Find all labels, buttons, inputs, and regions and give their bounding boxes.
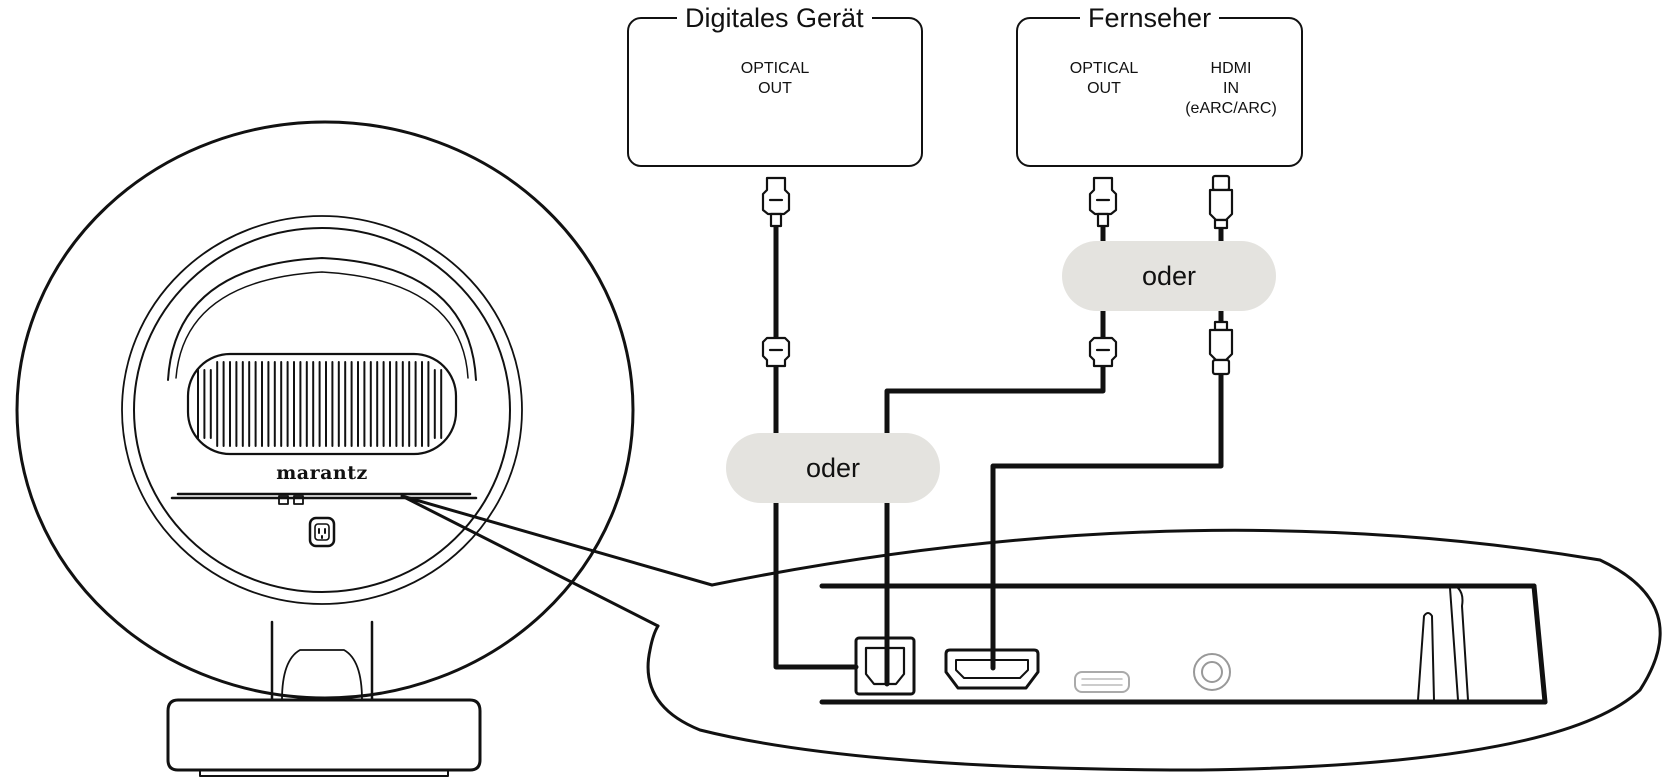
speaker-grille-slots: [197, 361, 443, 447]
zoomed-rear-panel: [819, 583, 1548, 705]
cable-optical-tv: [884, 363, 1106, 687]
speaker-back-ring: [121, 215, 523, 605]
aux-port: [1193, 653, 1231, 691]
tv-box: Fernseher OPTICAL OUT HDMI IN (eARC/ARC): [1016, 2, 1303, 167]
zoom-ellipse: [646, 528, 1662, 772]
speaker-stand-inner: [281, 649, 363, 701]
usb-port: [1074, 671, 1130, 693]
speaker-unit: [15, 120, 635, 777]
zoom-callout: [400, 494, 714, 628]
speaker-back-arc-2: [175, 271, 469, 379]
speaker-back-ring-inner: [133, 227, 511, 593]
speaker-sphere-outer: [15, 120, 635, 700]
tv-optical-out-label: OPTICAL OUT: [1069, 60, 1139, 97]
tv-title: Fernseher: [1080, 2, 1220, 34]
speaker-base-foot: [199, 769, 449, 777]
tv-hdmi-in-label: HDMI IN (eARC/ARC): [1185, 60, 1277, 117]
speaker-connector-1: [278, 495, 289, 505]
cable-hdmi-tv: [990, 369, 1224, 671]
speaker-ledge: [170, 492, 478, 500]
speaker-brand-logo: marantz: [276, 462, 368, 484]
power-socket-icon: [308, 516, 336, 548]
alternative-label-right: oder: [1062, 241, 1276, 311]
speaker-base: [166, 698, 482, 772]
connector-plugs: [761, 174, 1234, 376]
alternative-label-left: oder: [726, 433, 940, 503]
cable-optical-digital: [773, 363, 859, 670]
digital-device-box: Digitales Gerät OPTICAL OUT: [627, 2, 923, 167]
speaker-connector-2: [293, 495, 304, 505]
speaker-back-arc: [167, 257, 477, 381]
digital-device-title: Digitales Gerät: [677, 2, 872, 34]
digital-optical-out-label: OPTICAL OUT: [740, 60, 810, 97]
speaker-stand: [270, 620, 374, 702]
